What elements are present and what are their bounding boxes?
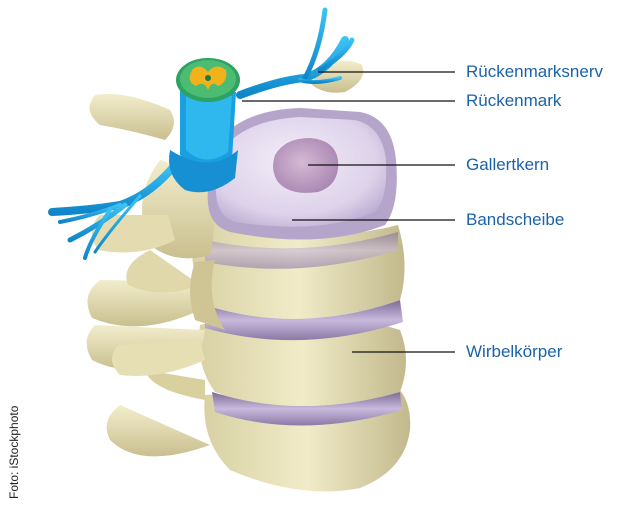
label-disc: Bandscheibe <box>466 210 564 230</box>
label-spinal-nerve: Rückenmarksnerv <box>466 62 603 82</box>
photo-credit: Foto: iStockphoto <box>7 379 21 499</box>
spinal-cord <box>169 58 240 192</box>
label-spinal-cord: Rückenmark <box>466 91 561 111</box>
label-nucleus: Gallertkern <box>466 155 549 175</box>
label-vertebra: Wirbelkörper <box>466 342 562 362</box>
